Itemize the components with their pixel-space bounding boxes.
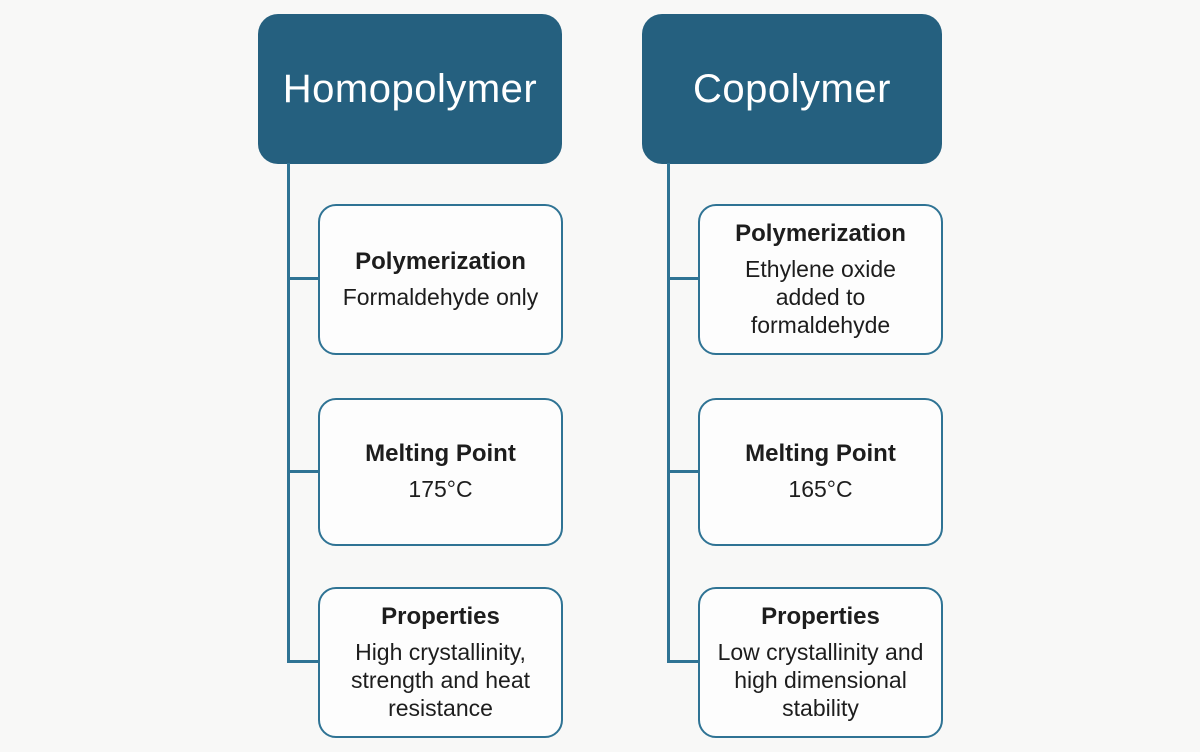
connector-stub (287, 470, 319, 473)
header-box-homopolymer: Homopolymer (258, 14, 562, 164)
node-body: 165°C (788, 476, 853, 503)
node-body: 175°C (408, 476, 473, 503)
node-copolymer-melting-point: Melting Point 165°C (698, 398, 943, 546)
connector-stub (287, 660, 319, 663)
node-title: Melting Point (365, 440, 516, 468)
connector-vertical-homopolymer (287, 163, 290, 662)
header-label-copolymer: Copolymer (693, 66, 891, 111)
node-body: High crystallinity, strength and heat re… (350, 638, 531, 722)
node-title: Properties (381, 602, 500, 630)
connector-vertical-copolymer (667, 163, 670, 662)
connector-stub (287, 277, 319, 280)
connector-stub (667, 660, 699, 663)
node-homopolymer-polymerization: Polymerization Formaldehyde only (318, 204, 563, 355)
node-body: Ethylene oxide added to formaldehyde (745, 255, 896, 339)
header-label-homopolymer: Homopolymer (282, 66, 538, 111)
node-title: Properties (761, 602, 880, 630)
node-body: Formaldehyde only (342, 283, 539, 310)
node-title: Polymerization (355, 247, 526, 275)
node-copolymer-properties: Properties Low crystallinity and high di… (698, 587, 943, 738)
node-title: Melting Point (745, 440, 896, 468)
node-title: Polymerization (735, 219, 906, 247)
header-box-copolymer: Copolymer (642, 14, 942, 164)
connector-stub (667, 277, 699, 280)
node-copolymer-polymerization: Polymerization Ethylene oxide added to f… (698, 204, 943, 355)
node-homopolymer-properties: Properties High crystallinity, strength … (318, 587, 563, 738)
connector-stub (667, 470, 699, 473)
node-homopolymer-melting-point: Melting Point 175°C (318, 398, 563, 546)
node-body: Low crystallinity and high dimensional s… (717, 638, 924, 722)
